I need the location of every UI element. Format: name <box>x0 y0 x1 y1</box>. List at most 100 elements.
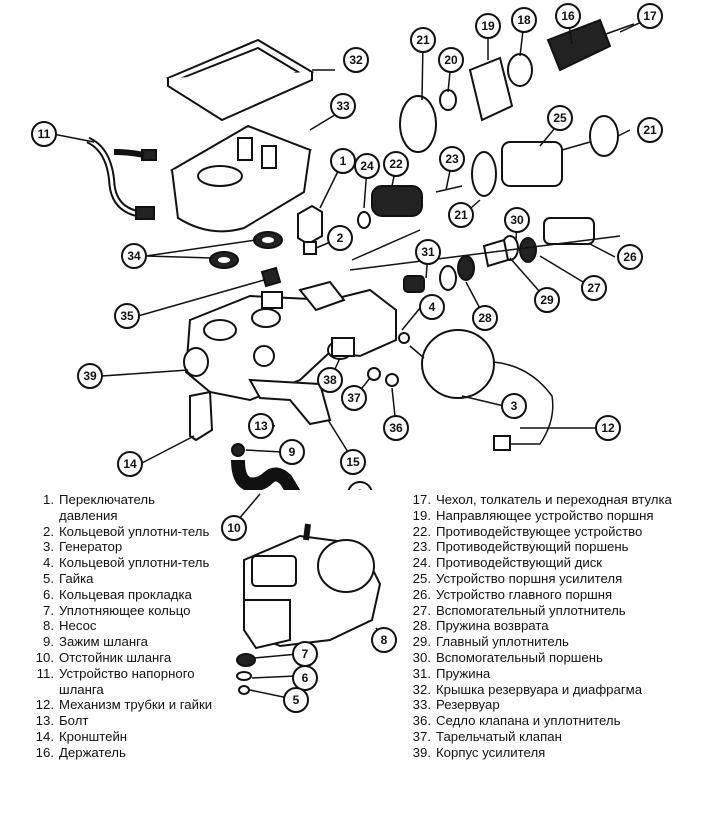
legend-item: 8.Несос <box>26 618 216 634</box>
callout-35: 35 <box>114 303 140 329</box>
svg-text:11: 11 <box>38 127 51 141</box>
svg-text:10: 10 <box>227 521 241 535</box>
legend-item: 9.Зажим шланга <box>26 634 216 650</box>
legend-item: 1.Переключатель давления <box>26 492 216 524</box>
callout-22: 22 <box>383 151 409 177</box>
callout-31: 31 <box>415 239 441 265</box>
legend-number: 8. <box>43 618 54 634</box>
callout-37: 37 <box>341 385 367 411</box>
legend-text: Пружина <box>436 665 491 681</box>
legend-item: 25.Устройство поршня усилителя <box>403 571 703 587</box>
legend-number: 26. <box>412 586 431 602</box>
svg-text:21: 21 <box>416 33 430 47</box>
callout-3: 3 <box>501 393 527 419</box>
svg-text:4: 4 <box>429 300 436 314</box>
callout-10: 10 <box>221 515 247 541</box>
legend-number: 6. <box>43 586 54 602</box>
legend-item: 31.Пружина <box>403 666 703 682</box>
legend-number: 12. <box>35 697 54 713</box>
legend-text: Кольцевая прокладка <box>59 586 192 602</box>
legend-text: Устройство поршня усилителя <box>436 570 623 586</box>
legend-number: 32. <box>412 681 431 697</box>
callout-26: 26 <box>617 244 643 270</box>
legend-number: 27. <box>412 602 431 618</box>
callout-36: 36 <box>383 415 409 441</box>
legend-text: Противодействующий поршень <box>436 539 629 555</box>
callout-7: 7 <box>292 641 318 667</box>
svg-text:26: 26 <box>623 250 637 264</box>
legend-item: 29.Главный уплотнитель <box>403 634 703 650</box>
svg-text:37: 37 <box>347 391 361 405</box>
legend-item: 33.Резервуар <box>403 697 703 713</box>
legend-text: Гайка <box>59 570 94 586</box>
callout-21c: 21 <box>448 202 474 228</box>
legend-item: 16.Держатель <box>26 745 216 761</box>
legend-text: Устройство напорного шланга <box>59 665 195 697</box>
svg-text:22: 22 <box>389 157 403 171</box>
svg-text:34: 34 <box>127 249 141 263</box>
callout-25: 25 <box>547 105 573 131</box>
legend-item: 36.Седло клапана и уплотнитель <box>403 713 703 729</box>
callout-21a: 21 <box>410 27 436 53</box>
svg-text:33: 33 <box>336 99 350 113</box>
callout-39: 39 <box>77 363 103 389</box>
legend-text: Кольцевой уплотни-тель <box>59 523 210 539</box>
legend-text: Отстойник шланга <box>59 649 172 665</box>
callout-18: 18 <box>511 7 537 33</box>
svg-text:21: 21 <box>643 123 657 137</box>
legend-text: Корпус усилителя <box>436 744 546 760</box>
legend-item: 7.Уплотняющее кольцо <box>26 603 216 619</box>
legend-number: 16. <box>35 744 54 760</box>
legend-text: Противодействующий диск <box>436 555 603 571</box>
legend-number: 2. <box>43 523 54 539</box>
piston-parts-drawing <box>331 18 635 387</box>
legend-text: Вспомогательный поршень <box>436 649 603 665</box>
legend-text: Направляющее устройство поршня <box>436 507 654 523</box>
legend-number: 17. <box>412 492 431 507</box>
legend-number: 19. <box>412 507 431 523</box>
callout-1: 1 <box>330 148 356 174</box>
callout-2: 2 <box>327 225 353 251</box>
svg-text:1: 1 <box>340 154 347 168</box>
legend-item: 11.Устройство напорного шланга <box>26 666 216 698</box>
reservoir-drawing <box>169 124 313 233</box>
legend-item: 39.Корпус усилителя <box>403 745 703 761</box>
legend-text: Главный уплотнитель <box>436 634 569 650</box>
callout-24: 24 <box>354 153 380 179</box>
legend-text: Генератор <box>59 539 123 555</box>
legend-item: 26. Устройство главного поршня <box>403 587 703 603</box>
legend-item: 23. Противодействующий поршень <box>403 539 703 555</box>
svg-text:39: 39 <box>83 369 97 383</box>
legend-number: 7. <box>43 602 54 618</box>
svg-text:16: 16 <box>561 9 575 23</box>
callout-9a: 9 <box>279 439 305 465</box>
callout-38: 38 <box>317 367 343 393</box>
pressure-switch-drawing <box>297 204 323 255</box>
legend-item: 3.Генератор <box>26 539 216 555</box>
legend-item: 6. Кольцевая прокладка <box>26 587 216 603</box>
svg-text:3: 3 <box>511 399 518 413</box>
legend-number: 33. <box>412 697 431 713</box>
legend-number: 23. <box>412 539 431 555</box>
callout-5: 5 <box>283 687 309 713</box>
legend-text: Кольцевой уплотни-тель <box>59 555 210 571</box>
legend-text: Крышка резервуара и диафрагма <box>436 681 643 697</box>
svg-text:5: 5 <box>293 693 300 707</box>
legend-number: 36. <box>412 713 431 729</box>
legend-text: Тарельчатый клапан <box>436 728 562 744</box>
legend-item: 5.Гайка <box>26 571 216 587</box>
legend-item: 10.Отстойник шланга <box>26 650 216 666</box>
legend-item: 14.Кронштейн <box>26 729 216 745</box>
svg-text:7: 7 <box>302 647 309 661</box>
legend-text: Устройство главного поршня <box>436 586 613 602</box>
legend-text: Механизм трубки и гайки <box>59 697 213 713</box>
svg-text:6: 6 <box>302 671 309 685</box>
legend-number: 1. <box>43 492 54 507</box>
svg-text:24: 24 <box>360 159 374 173</box>
legend-item: 27.Вспомогательный уплотнитель <box>403 603 703 619</box>
svg-text:35: 35 <box>120 309 134 323</box>
legend-text: Чехол, толкатель и переходная втулка <box>436 492 672 507</box>
legend-number: 4. <box>43 555 54 571</box>
accumulator-drawing <box>409 329 554 451</box>
